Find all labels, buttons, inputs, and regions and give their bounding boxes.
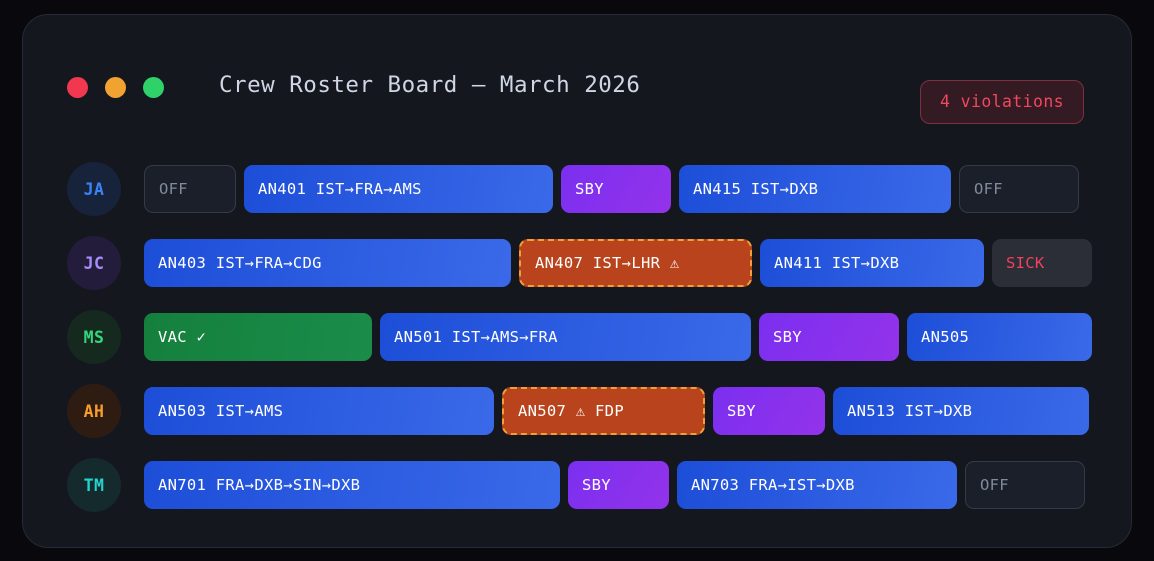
duty-block-flight[interactable]: AN415 IST→DXB — [679, 165, 951, 213]
duty-block-flight[interactable]: AN701 FRA→DXB→SIN→DXB — [144, 461, 560, 509]
minimize-window-icon[interactable] — [105, 77, 126, 98]
duty-block-violation[interactable]: AN507 ⚠ FDP — [502, 387, 705, 435]
duty-block-off[interactable]: OFF — [965, 461, 1085, 509]
duty-block-vac[interactable]: VAC ✓ — [144, 313, 372, 361]
duty-block-flight[interactable]: AN503 IST→AMS — [144, 387, 494, 435]
duty-block-flight[interactable]: AN703 FRA→IST→DXB — [677, 461, 957, 509]
window-traffic-lights — [67, 77, 164, 98]
duty-block-flight[interactable]: AN411 IST→DXB — [760, 239, 984, 287]
avatar[interactable]: AH — [67, 384, 121, 438]
duty-block-flight[interactable]: AN513 IST→DXB — [833, 387, 1089, 435]
duty-block-violation[interactable]: AN407 IST→LHR ⚠ — [519, 239, 752, 287]
roster-board-card: Crew Roster Board — March 2026 4 violati… — [22, 14, 1132, 548]
duty-block-flight[interactable]: AN401 IST→FRA→AMS — [244, 165, 553, 213]
page-title: Crew Roster Board — March 2026 — [219, 72, 641, 98]
board-header: Crew Roster Board — March 2026 4 violati… — [23, 15, 1131, 145]
duty-block-off[interactable]: OFF — [959, 165, 1079, 213]
duty-block-flight[interactable]: AN403 IST→FRA→CDG — [144, 239, 511, 287]
duty-block-sick[interactable]: SICK — [992, 239, 1092, 287]
duty-block-flight[interactable]: AN501 IST→AMS→FRA — [380, 313, 751, 361]
avatar[interactable]: JA — [67, 162, 121, 216]
avatar[interactable]: MS — [67, 310, 121, 364]
duty-block-sby[interactable]: SBY — [759, 313, 899, 361]
avatar[interactable]: JC — [67, 236, 121, 290]
duty-block-sby[interactable]: SBY — [568, 461, 669, 509]
duty-block-sby[interactable]: SBY — [713, 387, 825, 435]
close-window-icon[interactable] — [67, 77, 88, 98]
duty-block-sby[interactable]: SBY — [561, 165, 671, 213]
duty-block-flight[interactable]: AN505 — [907, 313, 1092, 361]
maximize-window-icon[interactable] — [143, 77, 164, 98]
violations-status-badge[interactable]: 4 violations — [919, 80, 1084, 124]
avatar[interactable]: TM — [67, 458, 121, 512]
duty-block-off[interactable]: OFF — [144, 165, 236, 213]
